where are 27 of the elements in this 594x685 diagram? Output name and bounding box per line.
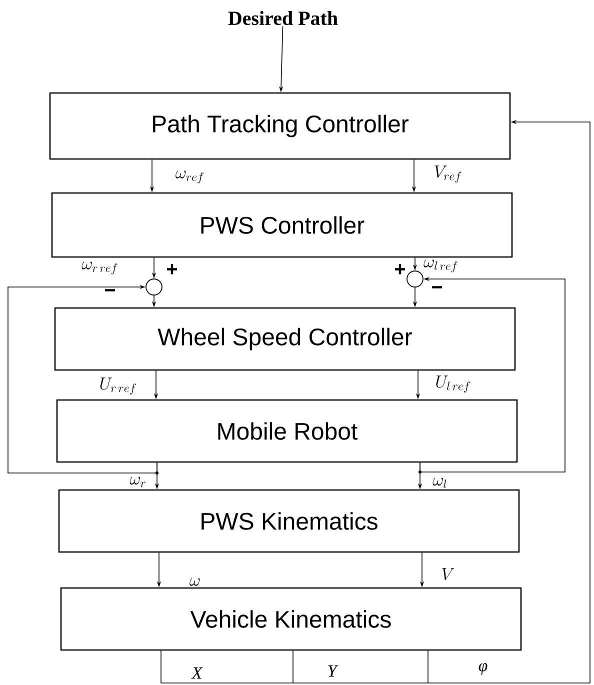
summing-junction bbox=[406, 270, 424, 288]
edge-label: $V$ bbox=[440, 567, 456, 581]
signal-label: X bbox=[190, 666, 204, 680]
process-box: Mobile Robot bbox=[56, 399, 518, 463]
heading-text: Desired Path bbox=[228, 10, 338, 26]
edge-label: $V_{ref}$ bbox=[432, 164, 464, 184]
process-box: Vehicle Kinematics bbox=[60, 587, 522, 651]
edge-label: $\omega$ bbox=[188, 577, 202, 587]
process-box: PWS Kinematics bbox=[58, 489, 520, 553]
arrow bbox=[8, 284, 158, 474]
edge-label: $\omega_{ref}$ bbox=[174, 170, 206, 184]
sign-label: + bbox=[395, 264, 406, 274]
edge-label: $\omega_{r}$ bbox=[128, 476, 148, 488]
sign-label: − bbox=[105, 289, 115, 292]
process-box: Path Tracking Controller bbox=[49, 92, 511, 160]
edge-label: $\omega_{l}$ bbox=[432, 476, 448, 490]
sign-label: − bbox=[432, 286, 442, 288]
process-box: Wheel Speed Controller bbox=[54, 307, 516, 371]
signal-label: Y bbox=[326, 664, 338, 678]
sign-label: + bbox=[167, 264, 178, 274]
edge-label: $\omega_{r\,ref}$ bbox=[80, 260, 120, 276]
process-box: PWS Controller bbox=[51, 192, 513, 258]
edge-label: $\omega_{l\,ref}$ bbox=[422, 258, 460, 274]
edge-label: $U_{r\,ref}$ bbox=[98, 376, 138, 396]
signal-label: φ bbox=[477, 662, 489, 676]
summing-junction bbox=[146, 278, 162, 296]
edge-label: $U_{l\,ref}$ bbox=[434, 374, 472, 394]
